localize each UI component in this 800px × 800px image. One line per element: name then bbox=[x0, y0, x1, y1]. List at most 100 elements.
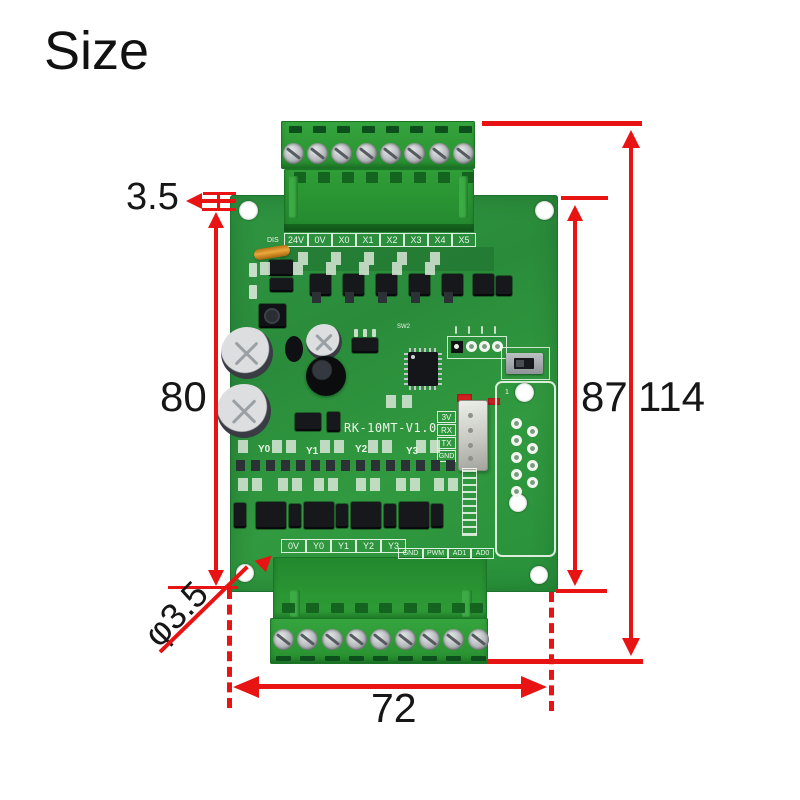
plug-notch bbox=[390, 172, 402, 183]
header-hole bbox=[454, 344, 459, 349]
terminal-label-ad1: AD1 bbox=[448, 548, 471, 559]
mcu-pins bbox=[409, 386, 437, 390]
mcu-chip bbox=[404, 348, 442, 390]
wire-slot bbox=[422, 656, 437, 661]
terminal-screw bbox=[468, 629, 489, 650]
db9-pad bbox=[527, 460, 538, 471]
bottom-terminal-block-screws bbox=[270, 618, 489, 664]
smd-resistor bbox=[249, 285, 257, 299]
db9-mount-hole-bottom bbox=[509, 494, 527, 512]
wire-slot bbox=[276, 656, 291, 661]
channel-label-y3: Y3 bbox=[406, 446, 419, 457]
plug-notch bbox=[366, 172, 378, 183]
output-transistor bbox=[256, 502, 286, 529]
optocoupler-ic bbox=[409, 274, 430, 296]
terminal-screw bbox=[273, 629, 294, 650]
header-pad bbox=[466, 341, 477, 352]
wire-slot bbox=[337, 126, 350, 133]
terminal-label-y2: Y2 bbox=[356, 539, 381, 553]
header-mark bbox=[494, 326, 496, 334]
dim-tick bbox=[556, 589, 607, 593]
regulator-pin bbox=[354, 329, 358, 337]
wire-slot bbox=[446, 656, 461, 661]
optocoupler-ic bbox=[310, 274, 331, 296]
dim-tick bbox=[168, 586, 238, 589]
terminal-label-x5: X5 bbox=[452, 233, 476, 247]
dim-extension-dashed-right bbox=[549, 592, 554, 711]
wire-slot bbox=[471, 656, 486, 661]
dim-hole-diameter: φ3.5 bbox=[135, 573, 216, 655]
dim-arrow-up bbox=[567, 205, 583, 221]
smd-component bbox=[234, 503, 246, 528]
plug-notch bbox=[355, 603, 368, 613]
dim-arrow-right bbox=[521, 676, 547, 698]
db9-pad bbox=[527, 443, 538, 454]
terminal-label-24v: 24V bbox=[284, 233, 308, 247]
plug-notch bbox=[379, 603, 392, 613]
dim-overall-height: 114 bbox=[638, 373, 705, 420]
dim-arrow-left bbox=[186, 193, 202, 209]
plug-notch bbox=[438, 172, 450, 183]
dim-extension-dashed-left bbox=[227, 589, 232, 708]
terminal-screw bbox=[395, 629, 416, 650]
resistor-network bbox=[462, 468, 477, 536]
optocoupler-ic bbox=[496, 276, 512, 296]
regulator-pin bbox=[372, 329, 376, 337]
plug-notch bbox=[294, 172, 306, 183]
electrolytic-capacitor bbox=[306, 324, 342, 360]
serial-connector bbox=[458, 400, 488, 471]
db9-pad bbox=[511, 435, 522, 446]
plug-latch bbox=[462, 590, 472, 617]
plug-notch bbox=[414, 172, 426, 183]
terminal-label-y1: Y1 bbox=[331, 539, 356, 553]
terminal-label-y3: Y3 bbox=[381, 539, 406, 553]
smd-resistor bbox=[249, 263, 257, 277]
output-transistor bbox=[351, 502, 381, 529]
wire-slot bbox=[386, 126, 399, 133]
dim-edge-to-hole: 3.5 bbox=[126, 176, 179, 218]
terminal-label-x0: X0 bbox=[332, 233, 356, 247]
db9-footprint: 1 bbox=[495, 381, 556, 557]
dim-hole-span-horizontal: 72 bbox=[371, 685, 417, 731]
plug-notch bbox=[342, 172, 354, 183]
db9-mount-hole-top bbox=[515, 383, 534, 402]
diode-component bbox=[285, 336, 303, 362]
plug-notch bbox=[282, 603, 295, 613]
header-pad bbox=[479, 341, 490, 352]
terminal-screw bbox=[356, 143, 377, 164]
terminal-screw bbox=[283, 143, 304, 164]
switch-slot bbox=[514, 358, 534, 369]
terminal-screw bbox=[443, 629, 464, 650]
optocoupler-ic bbox=[376, 274, 397, 296]
wire-slot bbox=[459, 126, 472, 133]
toroid-inductor bbox=[306, 356, 346, 396]
plug-notch bbox=[318, 172, 330, 183]
terminal-label-pwm: PWM bbox=[423, 548, 448, 559]
terminal-label-x2: X2 bbox=[380, 233, 404, 247]
wire-slot bbox=[313, 126, 326, 133]
wire-slot bbox=[349, 656, 364, 661]
header-pad bbox=[492, 341, 503, 352]
terminal-screw bbox=[380, 143, 401, 164]
wire-slot bbox=[410, 126, 423, 133]
switch-body bbox=[506, 353, 543, 374]
smd-pads-dark bbox=[236, 460, 245, 471]
db9-pad bbox=[511, 486, 522, 497]
sw2-label: SW2 bbox=[397, 324, 411, 330]
terminal-screw bbox=[331, 143, 352, 164]
serial-label-tx: TX bbox=[437, 437, 456, 449]
output-transistor bbox=[399, 502, 429, 529]
wire-slot bbox=[398, 656, 413, 661]
header-mark bbox=[481, 326, 483, 334]
dis-label: DIS bbox=[267, 237, 279, 244]
smd-pads-white bbox=[238, 440, 248, 453]
dim-arrow-down bbox=[567, 570, 583, 586]
channel-label-y1: Y1 bbox=[306, 446, 319, 457]
mounting-hole-top-right bbox=[535, 201, 554, 220]
wire-slot bbox=[435, 126, 448, 133]
soic-ic bbox=[295, 413, 321, 431]
terminal-label-ad0: AD0 bbox=[471, 548, 494, 559]
db9-pad bbox=[511, 469, 522, 480]
dim-arrow-left bbox=[233, 676, 259, 698]
db9-pad bbox=[511, 452, 522, 463]
